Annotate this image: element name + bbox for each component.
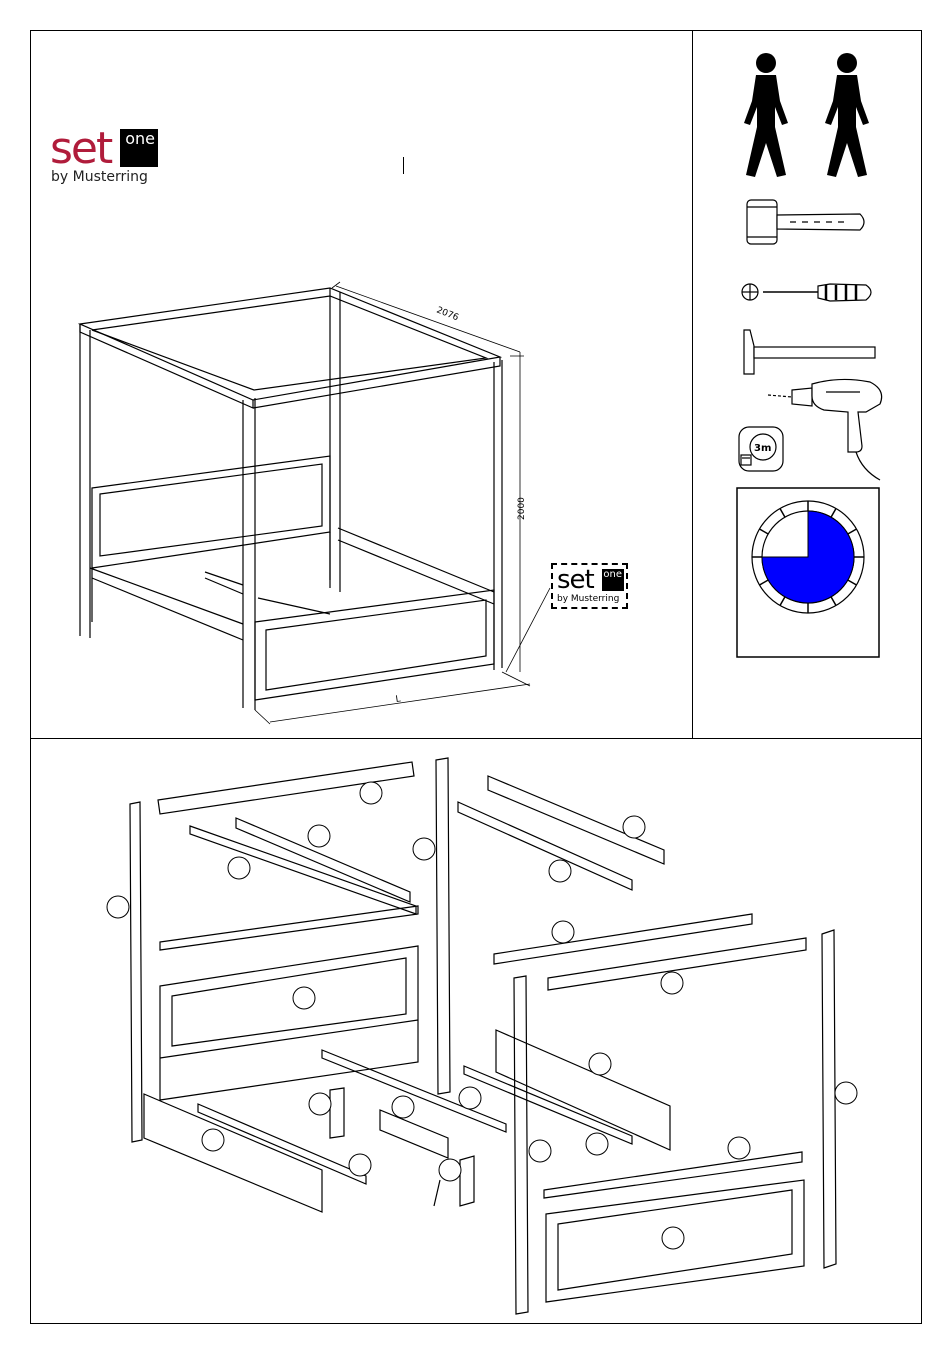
part-callout-circle [623, 816, 645, 838]
part-callout-circle [552, 921, 574, 943]
phillips-screwdriver-icon [742, 284, 871, 301]
part-callout-circle [107, 896, 129, 918]
rubber-mallet-icon [747, 200, 864, 244]
part-callout-circle [586, 1133, 608, 1155]
brand-stamp-set: set [557, 566, 594, 594]
dimension-length: L [395, 694, 401, 705]
part-callout-circle [835, 1082, 857, 1104]
power-drill-icon [768, 379, 882, 480]
part-callout-circle [661, 972, 683, 994]
clock-icon [737, 488, 879, 657]
exploded-parts-view [130, 758, 836, 1314]
part-callout-circle [529, 1140, 551, 1162]
brand-stamp-one: one [602, 569, 624, 591]
brand-stamp: set one by Musterring [551, 563, 628, 609]
two-people-icon [744, 53, 869, 177]
part-callout-circle [360, 782, 382, 804]
part-callout-circle [459, 1087, 481, 1109]
part-callout-circle [439, 1159, 461, 1181]
part-callout-circle [349, 1154, 371, 1176]
part-callout-circle [309, 1093, 331, 1115]
part-callout-circle [662, 1227, 684, 1249]
tape-measure-label: 3m [754, 443, 771, 454]
part-callout-circle [392, 1096, 414, 1118]
part-callout-circle [589, 1053, 611, 1075]
part-callout-circle [728, 1137, 750, 1159]
part-number-callouts [107, 782, 857, 1249]
hammer-icon [744, 330, 875, 374]
part-callout-circle [549, 860, 571, 882]
brand-stamp-by: by Musterring [557, 593, 619, 605]
dimension-depth: 2076 [435, 306, 460, 324]
part-callout-circle [202, 1129, 224, 1151]
part-callout-circle [293, 987, 315, 1009]
part-callout-circle [228, 857, 250, 879]
part-callout-circle [413, 838, 435, 860]
part-callout-circle [308, 825, 330, 847]
stamp-leader-line [506, 588, 550, 672]
tape-measure-icon: 3m [739, 427, 783, 471]
dimension-height: 2000 [517, 497, 527, 520]
canopy-bed-overview [80, 282, 530, 724]
